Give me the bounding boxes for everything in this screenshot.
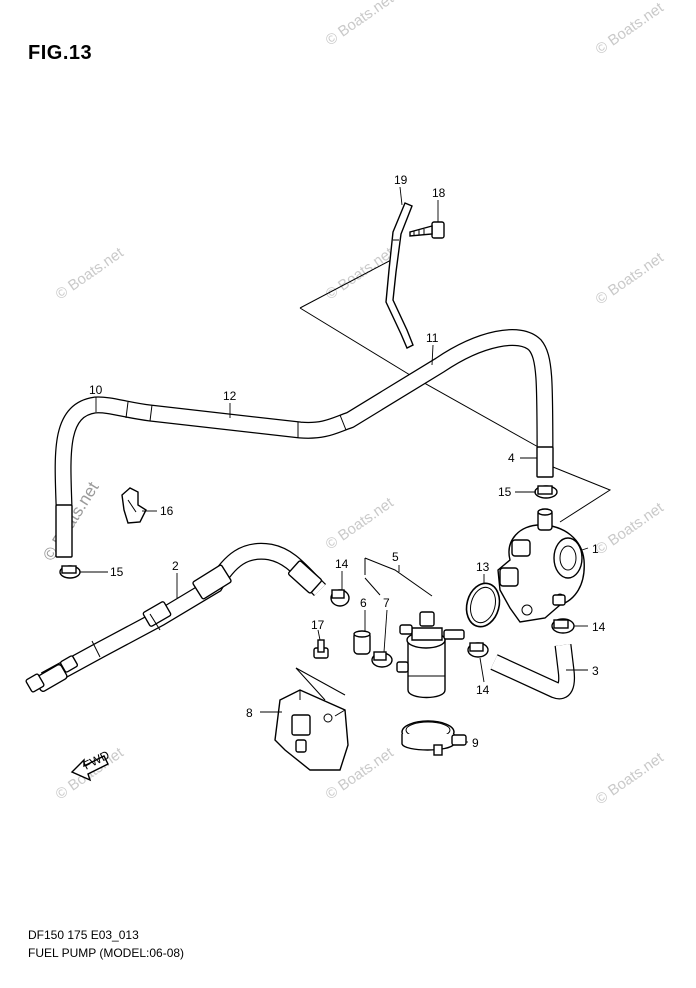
- callout-13: 13: [476, 560, 490, 574]
- part-17-bolt: [313, 639, 329, 659]
- assembly-line: [364, 557, 433, 597]
- callout-2: 2: [172, 559, 179, 573]
- watermark: © Boats.net: [593, 749, 668, 808]
- watermark: © Boats.net: [323, 494, 398, 553]
- callout-6: 6: [360, 596, 367, 610]
- assembly-line: [295, 667, 346, 696]
- callout-14c: 14: [592, 620, 606, 634]
- watermark: © Boats.net: [593, 249, 668, 308]
- watermark: © Boats.net: [53, 244, 128, 303]
- part-14-clip-right: [551, 618, 575, 634]
- part-9-clamp-band: [401, 720, 467, 756]
- diagram-caption: FUEL PUMP (MODEL:06-08): [28, 946, 185, 960]
- callout-19: 19: [394, 173, 408, 187]
- callout-17: 17: [311, 618, 325, 632]
- part-19-bracket: [385, 202, 414, 349]
- callout-14b: 14: [476, 683, 490, 697]
- assembly-line: [299, 257, 396, 309]
- figure-title: FIG.13: [28, 42, 93, 64]
- watermark: © Boats.net: [593, 499, 668, 558]
- part-14-clip-middle: [467, 642, 489, 658]
- callout-18: 18: [432, 186, 446, 200]
- callout-1: 1: [592, 542, 599, 556]
- callout-3: 3: [592, 664, 599, 678]
- part-13-o-ring: [465, 582, 501, 628]
- callout-16: 16: [160, 504, 174, 518]
- part-2-fuel-hose: [25, 542, 327, 693]
- callouts: 19 18 11 10 12 4 15 16 15 2 14 5 6 7 13 …: [89, 173, 606, 750]
- part-5-fuel-filter: [396, 611, 465, 699]
- callout-15b: 15: [498, 485, 512, 499]
- part-16-clamp: [121, 487, 147, 524]
- part-3-elbow-hose: [490, 643, 576, 700]
- assembly-line: [547, 464, 612, 523]
- part-8-bracket: [274, 689, 349, 771]
- part-1-fuel-pump: [497, 508, 585, 623]
- callout-14a: 14: [335, 557, 349, 571]
- assembly-line: [295, 667, 326, 701]
- part-14-clip-upper: [330, 589, 350, 607]
- callout-15a: 15: [110, 565, 124, 579]
- leader-lines: [80, 186, 589, 743]
- callout-11: 11: [426, 331, 439, 345]
- callout-12: 12: [223, 389, 237, 403]
- callout-7: 7: [383, 596, 390, 610]
- callout-10: 10: [89, 383, 103, 397]
- part-7-clip: [371, 651, 393, 668]
- part-6-collar: [353, 630, 371, 655]
- watermark: © Boats.net: [593, 0, 668, 58]
- assembly-line: [364, 577, 381, 596]
- callout-8: 8: [246, 706, 253, 720]
- callout-4: 4: [508, 451, 515, 465]
- part-15-clip-left: [59, 565, 81, 579]
- part-18-bolt: [409, 221, 445, 239]
- upper-fuel-hose: [54, 329, 554, 558]
- callout-9: 9: [472, 736, 479, 750]
- callout-5: 5: [392, 550, 399, 564]
- part-15-clip-right: [534, 485, 558, 499]
- diagram-code: DF150 175 E03_013: [28, 928, 139, 942]
- watermark: © Boats.net: [323, 0, 398, 49]
